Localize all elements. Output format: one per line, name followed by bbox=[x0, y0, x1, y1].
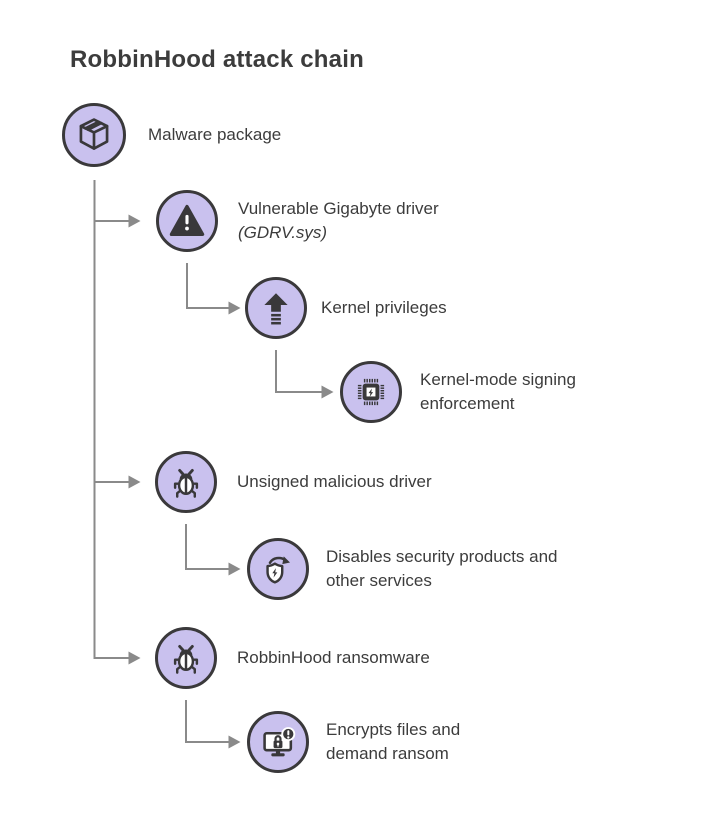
malware-package-circle bbox=[62, 103, 126, 167]
connector-encrypts-files bbox=[185, 700, 229, 743]
node-kernel-privileges: Kernel privileges bbox=[245, 277, 447, 339]
monitor-alert-icon bbox=[263, 727, 296, 757]
vulnerable-driver-circle bbox=[156, 190, 218, 252]
arrowhead-kernel-privileges bbox=[228, 301, 241, 315]
node-unsigned-malicious-driver: Unsigned malicious driver bbox=[155, 451, 432, 513]
encrypts-files-label: Encrypts files and demand ransom bbox=[326, 720, 461, 763]
node-encrypts-files: Encrypts files and demand ransom bbox=[247, 711, 460, 773]
package-icon bbox=[79, 118, 109, 150]
warning-icon bbox=[169, 204, 205, 236]
node-kernel-mode-signing: Kernel-mode signing enforcement bbox=[340, 361, 576, 423]
shield-refresh-icon bbox=[266, 556, 290, 584]
diagram-title: RobbinHood attack chain bbox=[70, 46, 364, 73]
node-vulnerable-gigabyte-driver: Vulnerable Gigabyte driver (GDRV.sys) bbox=[156, 190, 439, 252]
connector-disables-security bbox=[185, 524, 229, 570]
disables-security-label: Disables security products and other ser… bbox=[326, 547, 558, 590]
vulnerable-driver-sublabel: (GDRV.sys) bbox=[238, 223, 328, 242]
bug-icon bbox=[173, 645, 199, 674]
arrow-up-icon bbox=[264, 293, 288, 325]
connector-signing-enforcement bbox=[275, 350, 322, 393]
connector-trunk bbox=[93, 180, 129, 659]
arrowhead-signing-enforcement bbox=[321, 385, 334, 399]
cpu-chip-icon bbox=[357, 378, 385, 406]
kernel-privileges-label: Kernel privileges bbox=[321, 298, 447, 317]
arrowhead-robbinhood-ransomware bbox=[128, 651, 141, 665]
arrowhead-vulnerable-driver bbox=[128, 214, 141, 228]
kernel-privileges-circle bbox=[245, 277, 307, 339]
arrowhead-disables-security bbox=[228, 562, 241, 576]
robbinhood-ransomware-label: RobbinHood ransomware bbox=[237, 648, 430, 667]
vulnerable-driver-label: Vulnerable Gigabyte driver (GDRV.sys) bbox=[238, 197, 439, 245]
node-disables-security-products: Disables security products and other ser… bbox=[247, 538, 558, 600]
signing-enforcement-circle bbox=[340, 361, 402, 423]
disables-security-circle bbox=[247, 538, 309, 600]
unsigned-driver-label: Unsigned malicious driver bbox=[237, 472, 432, 491]
unsigned-driver-circle bbox=[155, 451, 217, 513]
connector-kernel-privileges bbox=[186, 263, 229, 309]
arrowhead-unsigned-driver bbox=[128, 475, 141, 489]
signing-enforcement-label: Kernel-mode signing enforcement bbox=[420, 370, 576, 413]
node-malware-package: Malware package bbox=[62, 103, 281, 167]
malware-package-label: Malware package bbox=[148, 125, 282, 144]
robbinhood-ransomware-circle bbox=[155, 627, 217, 689]
bug-icon bbox=[173, 469, 199, 498]
arrowhead-encrypts-files bbox=[228, 735, 241, 749]
node-robbinhood-ransomware: RobbinHood ransomware bbox=[155, 627, 430, 689]
vulnerable-driver-label-line1: Vulnerable Gigabyte driver bbox=[238, 199, 439, 218]
encrypts-files-circle bbox=[247, 711, 309, 773]
